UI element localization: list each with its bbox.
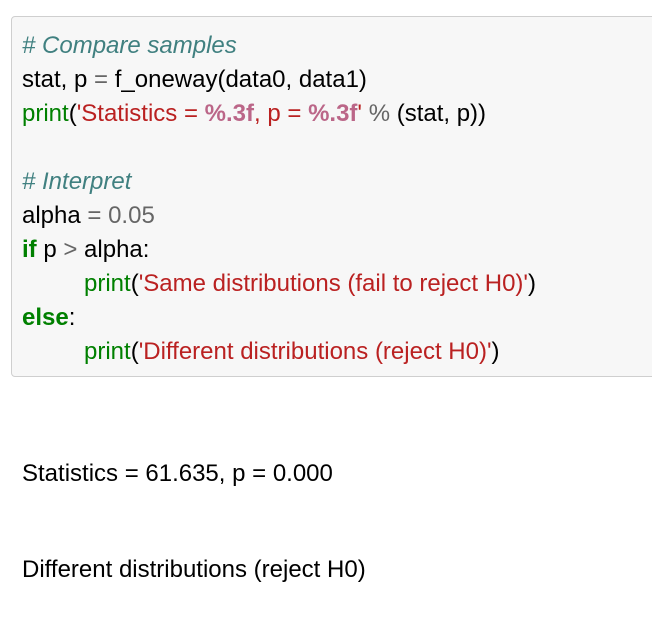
code-line: print('Same distributions (fail to rejec… (22, 267, 536, 301)
code-token-default: f_oneway(data0, data1) (108, 66, 367, 93)
code-token-interp: %.3f (308, 100, 358, 127)
code-token-default: stat, p (22, 66, 95, 93)
code-line: stat, p = f_oneway(data0, data1) (22, 63, 536, 97)
code-token-builtin: print (84, 338, 131, 365)
code-block[interactable]: # Compare samples stat, p = f_oneway(data… (22, 29, 536, 369)
code-line: print('Different distributions (reject H… (22, 335, 536, 369)
code-token-builtin: print (84, 270, 131, 297)
code-token-default: ) (528, 270, 536, 297)
code-token-default: alpha (22, 202, 88, 229)
code-line (22, 131, 536, 165)
code-line: else: (22, 301, 536, 335)
code-token-string: 'Different distributions (reject H0)' (138, 338, 492, 365)
cell-output: Statistics = 61.635, p = 0.000 Different… (22, 394, 366, 618)
code-token-string: 'Statistics = (76, 100, 205, 127)
code-line: print('Statistics = %.3f, p = %.3f' % (s… (22, 97, 536, 131)
code-token-default: (stat, p)) (390, 100, 487, 127)
output-line-result: Different distributions (reject H0) (22, 556, 366, 583)
code-line: alpha = 0.05 (22, 199, 536, 233)
code-token-default (362, 100, 369, 127)
code-token-number: 0.05 (108, 202, 155, 229)
code-token-default: : (68, 304, 76, 331)
code-line: # Compare samples (22, 29, 536, 63)
code-token-comment: # Compare samples (22, 32, 237, 59)
code-token-builtin: print (22, 100, 69, 127)
code-token-default: ( (130, 338, 139, 365)
code-line: # Interpret (22, 165, 536, 199)
code-token-default: alpha: (77, 236, 150, 263)
code-token-op: > (63, 236, 78, 263)
code-token-default: ( (68, 100, 77, 127)
output-line-statistics: Statistics = 61.635, p = 0.000 (22, 460, 333, 487)
code-token-default: ) (491, 338, 500, 365)
code-token-comment: # Interpret (22, 168, 132, 195)
code-cell[interactable]: # Compare samples stat, p = f_oneway(data… (11, 16, 652, 377)
code-token-string: 'Same distributions (fail to reject H0)' (138, 270, 528, 297)
code-token-op: = (87, 202, 102, 229)
code-token-string: ' (357, 100, 363, 127)
code-token-keyword: else (22, 304, 69, 331)
code-token-op: = (94, 66, 109, 93)
code-token-keyword: if (22, 236, 37, 263)
code-token-interp: %.3f (204, 100, 255, 127)
code-token-string: , p = (254, 100, 309, 127)
code-token-op: % (368, 100, 391, 127)
code-token-default: p (36, 236, 64, 263)
code-token-default: ( (130, 270, 139, 297)
code-line: if p > alpha: (22, 233, 536, 267)
